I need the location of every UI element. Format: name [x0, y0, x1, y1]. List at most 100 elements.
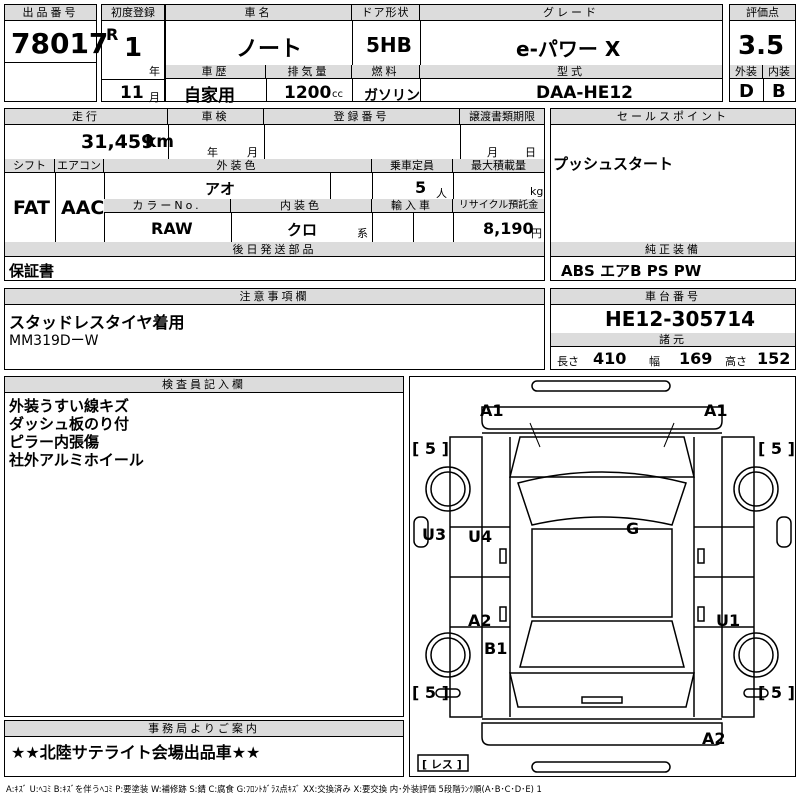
lot-header: 出品番号: [5, 5, 96, 21]
mark-left-rear: B1: [484, 639, 508, 658]
recycle-deposit: 8,190: [483, 219, 534, 238]
capacity: 5: [415, 178, 427, 197]
reg-year: 1: [124, 33, 143, 63]
tire-rear-left: [ 5 ]: [412, 683, 449, 702]
mark-front-left: A1: [480, 401, 504, 420]
import-header: 輸入車: [372, 199, 453, 213]
history-header: 車歴: [166, 65, 266, 79]
length-value: 410: [593, 349, 627, 368]
mark-left-rear-door: A2: [468, 611, 492, 630]
capacity-unit: 人: [436, 187, 447, 200]
car-outline-svg: [413, 380, 792, 773]
score-value: 3.5: [738, 31, 785, 61]
sales-box: セールスポイント プッシュスタート 純正装備 ABS エアB PS PW: [550, 108, 796, 281]
lot-box: 出品番号 78017: [4, 4, 108, 102]
equipment: ABS エアB PS PW: [561, 262, 702, 280]
reg-number-header: 登録番号: [264, 109, 460, 125]
int-color-header: 内装色: [231, 199, 372, 213]
car-name: ノート: [236, 37, 303, 62]
transfer-header: 譲渡書類期限: [460, 109, 544, 125]
color-no-header: カラーNo.: [104, 199, 231, 213]
transfer-day-unit: 日: [525, 146, 536, 159]
sales-point: プッシュスタート: [553, 155, 674, 173]
mark-left-front-door: U4: [468, 527, 493, 546]
inspection-month-unit: 月: [247, 146, 258, 159]
score-header: 評価点: [730, 5, 795, 21]
tire-front-left: [ 5 ]: [412, 439, 449, 458]
transfer-month-unit: 月: [487, 146, 498, 159]
mark-front-right: A1: [704, 401, 728, 420]
inspector-header: 検査員記入欄: [5, 377, 403, 393]
exterior-grade: D: [739, 81, 754, 102]
model-header: 型式: [420, 65, 722, 79]
tire-rear-right: [ 5 ]: [758, 683, 795, 702]
aircon-header: エアコン: [55, 159, 104, 173]
length-label: 長さ: [557, 355, 579, 368]
shift-value: FAT: [13, 197, 50, 219]
grade-header: グレード: [420, 5, 722, 21]
int-color: クロ: [287, 221, 318, 239]
aircon-value: AAC: [61, 197, 105, 219]
office-box: 事務局よりご案内 ★★北陸サテライト会場出品車★★: [4, 720, 404, 777]
legend: A:ｷｽﾞ U:ﾍｺﾐ B:ｷｽﾞを伴うﾍｺﾐ P:要塗装 W:補修跡 S:錆 …: [6, 784, 542, 794]
reg-month: 11: [120, 83, 144, 103]
equipment-header: 純正装備: [551, 242, 795, 257]
model-code: DAA-HE12: [536, 83, 633, 103]
lot-number: 78017: [11, 27, 109, 60]
door-header: ドア形状: [352, 5, 420, 21]
fuel-header: 燃料: [352, 65, 420, 79]
name-box: 車名 ドア形状 グレード ノート 5HB e-パワー X 車歴 排気量 燃料 型…: [165, 4, 723, 106]
notes-header: 注意事項欄: [5, 289, 544, 305]
mileage-header: 走行: [5, 109, 168, 125]
fuel: ガソリン: [364, 88, 420, 104]
inspection-year-unit: 年: [207, 146, 218, 159]
ext-color: アオ: [205, 180, 236, 198]
inspector-note-2: ダッシュ板のり付: [9, 415, 130, 433]
score-box: 評価点 3.5 外装 内装 D B: [729, 4, 796, 102]
mileage-unit: km: [145, 132, 175, 152]
interior-header: 内装: [763, 65, 795, 79]
era-label: R: [106, 25, 119, 44]
first-reg-box: 初度登録 R 1 年 11 月: [101, 4, 165, 104]
mark-right-door: U1: [716, 611, 741, 630]
car-history: 自家用: [184, 86, 235, 106]
notes-line-2: MM319DーW: [9, 333, 99, 349]
width-value: 169: [679, 349, 713, 368]
shift-header: シフト: [5, 159, 55, 173]
grade: e-パワー X: [516, 37, 621, 61]
details-box: 走行 車検 登録番号 譲渡書類期限 31,459 km 年 月 月 日 シフト …: [4, 108, 545, 281]
notes-line-1: スタッドレスタイヤ着用: [9, 313, 185, 332]
year-unit: 年: [149, 65, 160, 78]
tire-rear-right-value: 5: [770, 683, 783, 702]
capacity-header: 乗車定員: [372, 159, 453, 173]
chassis-header: 車台番号: [551, 289, 795, 305]
displacement-header: 排気量: [266, 65, 352, 79]
tire-front-right-value: 5: [770, 439, 783, 458]
mark-rear: A2: [702, 729, 726, 748]
max-load-header: 最大積載量: [453, 159, 544, 173]
displacement-unit: cc: [332, 89, 343, 100]
month-unit: 月: [149, 91, 160, 104]
displacement: 1200: [284, 83, 332, 103]
rear-tire-note-value: レス: [430, 758, 453, 771]
car-name-header: 車名: [166, 5, 352, 21]
mark-roof: G: [626, 519, 640, 538]
chassis-number: HE12-305714: [605, 307, 756, 331]
first-reg-header: 初度登録: [102, 5, 164, 21]
height-value: 152: [757, 349, 791, 368]
inspector-note-1: 外装うすい線キズ: [9, 397, 130, 415]
tire-rear-left-value: 5: [424, 683, 437, 702]
notes-box: 注意事項欄 スタッドレスタイヤ着用 MM319DーW: [4, 288, 545, 370]
color-no: RAW: [151, 219, 193, 238]
car-diagram: A1 A1 [ 5 ] [ 5 ] U3 G U4 A2 U1 B1 [ 5 ]…: [409, 376, 796, 777]
ext-color-header: 外装色: [104, 159, 372, 173]
mark-left-side: U3: [422, 525, 447, 544]
inspection-header: 車検: [168, 109, 264, 125]
load-unit: kg: [530, 185, 544, 198]
tire-front-left-value: 5: [424, 439, 437, 458]
office-header: 事務局よりご案内: [5, 721, 403, 737]
inspector-box: 検査員記入欄 外装うすい線キズ ダッシュ板のり付 ピラー内張傷 社外アルミホイー…: [4, 376, 404, 717]
chassis-box: 車台番号 HE12-305714 諸元 長さ 410 幅 169 高さ 152: [550, 288, 796, 370]
tire-front-right: [ 5 ]: [758, 439, 795, 458]
sales-point-header: セールスポイント: [551, 109, 795, 125]
